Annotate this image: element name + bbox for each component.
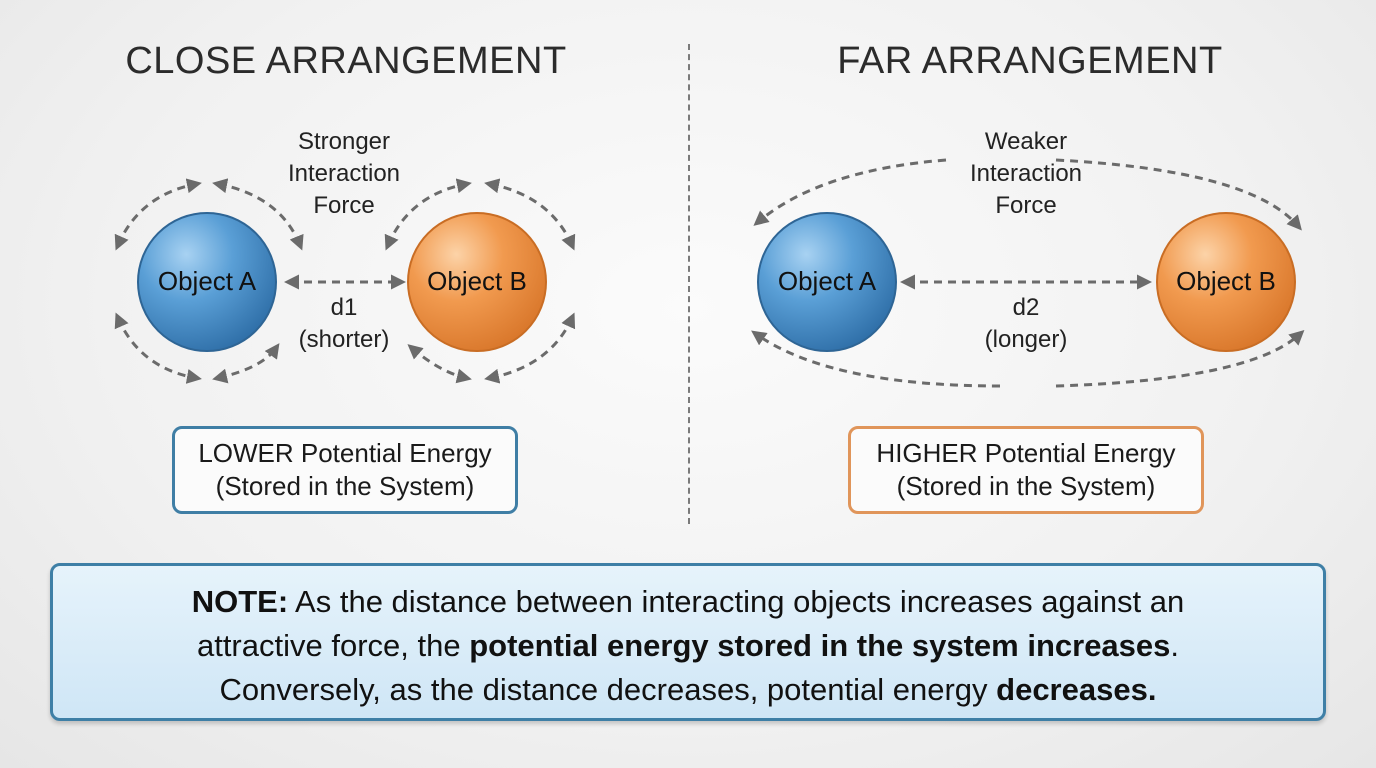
note-box: NOTE: As the distance between interactin… — [50, 563, 1326, 721]
distance-d1-label: d1 (shorter) — [298, 294, 390, 353]
object-a-sphere-far — [757, 212, 897, 352]
object-a-label-far: Object A — [777, 266, 877, 296]
weaker-force-label: Weaker Interaction Force — [969, 128, 1083, 219]
distance-d2-label: d2 (longer) — [984, 294, 1068, 353]
interaction-diagram — [114, 158, 1305, 388]
object-b-label-close: Object B — [427, 266, 527, 296]
far-arrangement-title: FAR ARRANGEMENT — [837, 40, 1223, 82]
note-prefix: NOTE: — [191, 584, 289, 619]
stronger-force-label: Stronger Interaction Force — [287, 128, 401, 219]
object-b-label-far: Object B — [1176, 266, 1276, 296]
close-arrangement-arrows — [114, 178, 576, 384]
panel-divider — [688, 44, 690, 524]
far-arrangement-arrows — [751, 158, 1305, 388]
higher-potential-energy-box: HIGHER Potential Energy (Stored in the S… — [848, 426, 1204, 514]
close-arrangement-title: CLOSE ARRANGEMENT — [125, 40, 567, 82]
object-a-sphere-close — [137, 212, 277, 352]
lower-potential-energy-box: LOWER Potential Energy (Stored in the Sy… — [172, 426, 518, 514]
object-b-sphere-far — [1156, 212, 1296, 352]
object-a-label-close: Object A — [157, 266, 257, 296]
object-b-sphere-close — [407, 212, 547, 352]
